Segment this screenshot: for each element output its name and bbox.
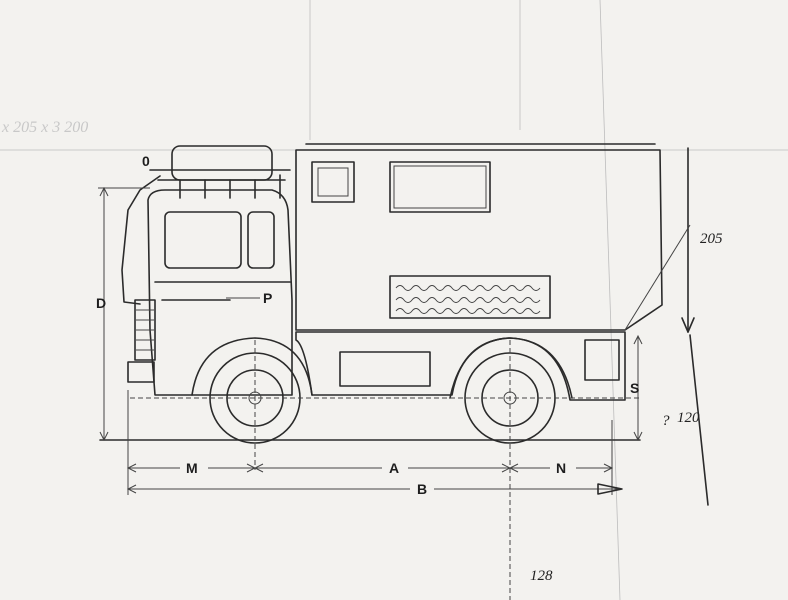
truck-cab: P bbox=[127, 189, 313, 396]
chassis bbox=[295, 331, 626, 401]
label-o: 0 bbox=[142, 153, 150, 169]
note-128: 128 bbox=[530, 568, 553, 584]
vent-pattern bbox=[395, 285, 541, 314]
handwritten-annotations: 205 120 ? 128 bbox=[530, 147, 723, 584]
dimension-b: B bbox=[126, 481, 623, 497]
note-205: 205 bbox=[700, 231, 723, 247]
label-s: S bbox=[630, 380, 639, 396]
label-m: M bbox=[186, 460, 198, 476]
snorkel bbox=[121, 175, 161, 305]
label-b: B bbox=[417, 481, 427, 497]
camper-box bbox=[295, 143, 663, 331]
note-question: ? bbox=[662, 413, 670, 429]
faint-note: x 205 x 3 200 bbox=[1, 119, 88, 136]
note-120: 120 bbox=[677, 410, 700, 426]
label-a: A bbox=[389, 460, 399, 476]
axle-centrelines bbox=[127, 340, 640, 600]
label-n: N bbox=[556, 460, 566, 476]
label-d: D bbox=[96, 295, 106, 311]
dimension-d: D bbox=[96, 186, 150, 442]
dimension-s: S bbox=[630, 334, 643, 442]
label-p: P bbox=[263, 290, 272, 306]
dimension-man: M A N bbox=[126, 460, 614, 476]
